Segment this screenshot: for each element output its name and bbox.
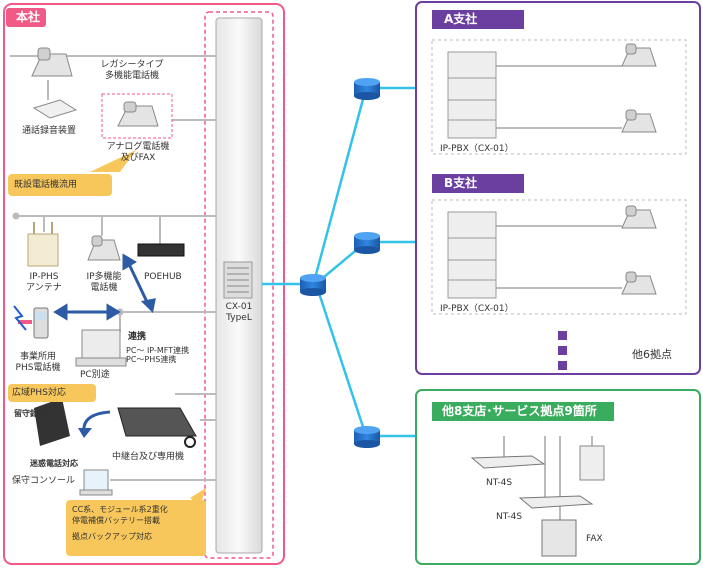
pbx-a-icon bbox=[447, 51, 497, 139]
maintenance-console-label: 保守コンソール bbox=[12, 476, 76, 486]
nt4s-icon-2 bbox=[518, 495, 594, 509]
relay-console-label: 中継台及び専用機 bbox=[112, 452, 185, 462]
phone-icon bbox=[31, 47, 73, 77]
cx01-label: CX-01 TypeL bbox=[225, 302, 253, 323]
nuisance-call-label: 迷惑電話対応 bbox=[30, 459, 78, 468]
more-dot-1 bbox=[558, 331, 567, 340]
analog-dashed-frame bbox=[101, 93, 173, 139]
ip-phs-antenna-label: IP-PHS アンテナ bbox=[26, 272, 62, 293]
answering-machine-label: 留守録装置 bbox=[14, 409, 54, 418]
fax-icon bbox=[541, 519, 577, 557]
others-header: 他8支店･サービス拠点9箇所 bbox=[432, 402, 614, 421]
a-branch-header: A支社 bbox=[432, 10, 524, 29]
nt4s-label-2: NT-4S bbox=[496, 512, 523, 522]
maintenance-pc-icon bbox=[79, 469, 113, 496]
b-branch-header: B支社 bbox=[432, 174, 524, 193]
phone-icon bbox=[621, 271, 657, 295]
others-frame bbox=[415, 389, 701, 565]
honsha-header: 本社 bbox=[6, 8, 46, 27]
fax-label: FAX bbox=[586, 534, 603, 544]
poehub-icon bbox=[137, 243, 185, 257]
existing-phone-callout: 既設電話機流用 bbox=[8, 174, 112, 196]
phone-icon bbox=[621, 205, 657, 229]
wide-phs-callout: 広域PHS対応 bbox=[8, 384, 96, 402]
pbx-b-icon bbox=[447, 211, 497, 299]
phs-phone-icon bbox=[13, 305, 49, 339]
more-dot-2 bbox=[558, 346, 567, 355]
legacy-phone-label: レガシータイプ 多機能電話機 bbox=[100, 60, 164, 81]
b-pbx-label: IP-PBX（CX-01） bbox=[440, 304, 514, 314]
phone-icon bbox=[87, 235, 121, 261]
a-dashed-frame bbox=[431, 39, 687, 155]
ip-phone-label: IP多機能 電話機 bbox=[86, 272, 122, 293]
analog-label: アナログ電話機 及びFAX bbox=[106, 142, 170, 163]
pc-extra-label: PC別途 bbox=[80, 370, 110, 380]
phs-phone-label: 事業所用 PHS電話機 bbox=[15, 352, 61, 373]
router-cylinders bbox=[300, 78, 380, 448]
phone-icon bbox=[621, 43, 657, 67]
b-dashed-frame bbox=[431, 199, 687, 315]
nt4s-icon-1 bbox=[470, 455, 546, 469]
relay-console-icon bbox=[117, 407, 197, 448]
recorder-icon bbox=[32, 99, 78, 119]
feature-item: 拠点バックアップ対応 bbox=[72, 532, 152, 541]
recorder-label: 通話録音装置 bbox=[22, 126, 77, 136]
nt4s-label-1: NT-4S bbox=[486, 478, 513, 488]
phone-icon bbox=[117, 101, 159, 127]
other-six-label: 他6拠点 bbox=[632, 348, 672, 361]
cx01-dashed-frame bbox=[204, 11, 274, 559]
link-detail: PC～ IP-MFT連携 PC～PHS連携 bbox=[126, 346, 190, 364]
a-pbx-label: IP-PBX（CX-01） bbox=[440, 144, 514, 154]
features-box: CC系、モジュール系2重化 停電補償バッテリー搭載 拠点バックアップ対応 bbox=[66, 500, 206, 556]
poehub-label: POEHUB bbox=[144, 272, 182, 282]
phone-icon bbox=[579, 445, 605, 481]
link-title: 連携 bbox=[128, 332, 147, 342]
answering-machine-icon bbox=[34, 398, 70, 446]
phone-icon bbox=[621, 109, 657, 133]
more-dot-3 bbox=[558, 361, 567, 370]
feature-item: CC系、モジュール系2重化 停電補償バッテリー搭載 bbox=[72, 505, 168, 525]
antenna-icon bbox=[27, 222, 59, 267]
pc-icon bbox=[75, 329, 127, 367]
